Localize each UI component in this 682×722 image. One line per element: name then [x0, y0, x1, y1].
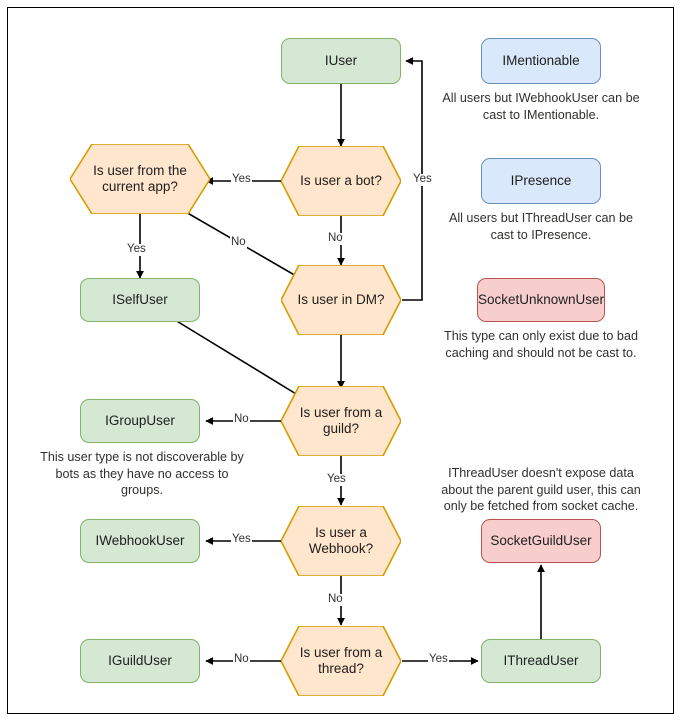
edge-label-dm-yes: Yes — [412, 173, 433, 186]
node-iguilduser[interactable]: IGuildUser — [80, 639, 200, 683]
note-ithreaduser: IThreadUser doesn't expose data about th… — [441, 466, 641, 514]
node-socketunknownuser[interactable]: SocketUnknownUser — [477, 278, 605, 322]
node-iselfuser-label: ISelfUser — [112, 291, 168, 307]
node-socketguilduser[interactable]: SocketGuildUser — [481, 519, 601, 563]
node-is-user-a-webhook[interactable]: Is user a Webhook? — [281, 506, 401, 576]
node-igroupuser-label: IGroupUser — [105, 412, 175, 428]
is-user-a-webhook-shape — [281, 506, 401, 576]
edge-label-webhook-no: No — [327, 593, 344, 606]
note-igroupuser: This user type is not discoverable by bo… — [40, 450, 244, 498]
edge-label-bot-yes: Yes — [231, 173, 252, 186]
node-ipresence[interactable]: IPresence — [481, 158, 601, 204]
note-ipresence: All users but IThreadUser can be cast to… — [448, 211, 634, 242]
edge-label-currentapp-no: No — [230, 236, 247, 249]
note-socketunknownuser: This type can only exist due to bad cach… — [444, 329, 638, 360]
edge-label-bot-no: No — [327, 232, 344, 245]
is-user-from-current-app-shape — [70, 144, 210, 214]
edge-label-guild-yes: Yes — [326, 473, 347, 486]
node-is-user-from-a-thread[interactable]: Is user from a thread? — [281, 626, 401, 696]
node-ithreaduser[interactable]: IThreadUser — [481, 639, 601, 683]
node-igroupuser[interactable]: IGroupUser — [80, 399, 200, 443]
note-imentionable: All users but IWebhookUser can be cast t… — [442, 91, 640, 122]
node-iwebhookuser-label: IWebhookUser — [95, 532, 185, 548]
node-iuser-label: IUser — [324, 52, 358, 68]
is-user-from-current-app-label: Is user from the current app? — [93, 162, 187, 194]
is-user-from-a-guild-shape — [281, 386, 401, 456]
node-is-user-in-dm[interactable]: Is user in DM? — [281, 265, 401, 335]
is-user-from-a-thread-label: Is user from a thread? — [299, 644, 383, 676]
edge-label-thread-no: No — [233, 653, 250, 666]
node-iwebhookuser[interactable]: IWebhookUser — [80, 519, 200, 563]
node-imentionable[interactable]: IMentionable — [481, 38, 601, 84]
node-is-user-from-a-guild[interactable]: Is user from a guild? — [281, 386, 401, 456]
node-socketunknownuser-label: SocketUnknownUser — [477, 291, 605, 307]
node-iguilduser-label: IGuildUser — [108, 652, 172, 668]
is-user-a-webhook-label: Is user a Webhook? — [308, 524, 374, 556]
node-iselfuser[interactable]: ISelfUser — [80, 278, 200, 322]
is-user-a-bot-label: Is user a bot? — [300, 172, 382, 188]
is-user-in-dm-shape — [281, 265, 401, 335]
is-user-in-dm-label: Is user in DM? — [297, 291, 385, 307]
is-user-from-a-thread-shape — [281, 626, 401, 696]
edge-label-guild-no: No — [233, 413, 250, 426]
node-is-user-a-bot[interactable]: Is user a bot? — [281, 146, 401, 216]
node-ipresence-label: IPresence — [510, 172, 572, 188]
edge-label-webhook-yes: Yes — [231, 533, 252, 546]
is-user-a-bot-shape — [281, 146, 401, 216]
edge-label-thread-yes: Yes — [428, 653, 449, 666]
node-iuser[interactable]: IUser — [281, 38, 401, 84]
edge-iselfuser-to-isfromguild — [174, 319, 307, 401]
node-is-user-from-current-app[interactable]: Is user from the current app? — [70, 144, 210, 214]
node-socketguilduser-label: SocketGuildUser — [490, 532, 592, 548]
node-imentionable-label: IMentionable — [502, 52, 580, 68]
edge-label-currentapp-yes: Yes — [126, 243, 147, 256]
is-user-from-a-guild-label: Is user from a guild? — [299, 404, 383, 436]
node-ithreaduser-label: IThreadUser — [503, 652, 579, 668]
